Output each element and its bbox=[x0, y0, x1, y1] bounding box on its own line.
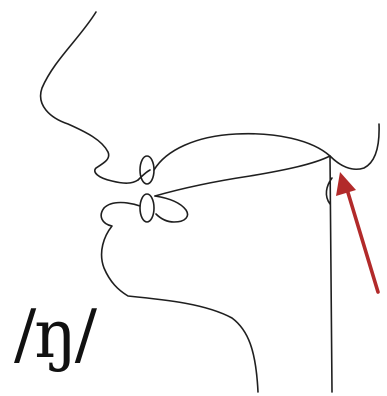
velum bbox=[330, 124, 379, 169]
tongue-surface bbox=[155, 156, 330, 196]
pharynx-wall bbox=[330, 156, 332, 392]
lower-teeth bbox=[140, 194, 154, 222]
tongue-tip bbox=[155, 196, 188, 222]
arrow-head bbox=[336, 172, 356, 196]
pointer-arrow bbox=[336, 172, 378, 292]
face-profile-upper bbox=[41, 12, 138, 183]
arrow-shaft bbox=[346, 186, 378, 292]
phoneme-label: /ŋ/ bbox=[14, 302, 95, 368]
upper-teeth bbox=[140, 156, 154, 184]
chin-profile bbox=[101, 203, 258, 393]
